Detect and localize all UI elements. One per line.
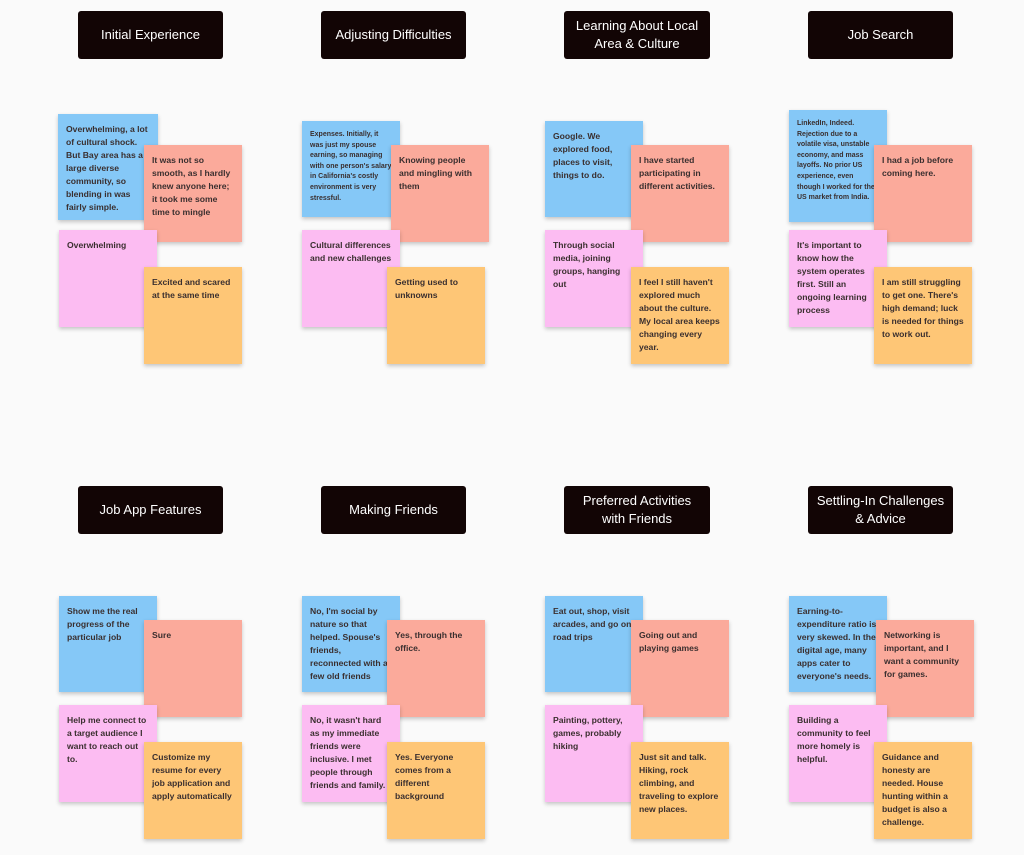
- sticky-note[interactable]: I am still struggling to get one. There'…: [874, 267, 972, 364]
- section-title-settling-in-challenges: Settling-In Challenges & Advice: [808, 486, 953, 534]
- sticky-note[interactable]: I have started participating in differen…: [631, 145, 729, 242]
- sticky-note[interactable]: It's important to know how the system op…: [789, 230, 887, 327]
- sticky-note[interactable]: No, it wasn't hard as my immediate frien…: [302, 705, 400, 802]
- sticky-note[interactable]: Getting used to unknowns: [387, 267, 485, 364]
- sticky-note[interactable]: Networking is important, and I want a co…: [876, 620, 974, 717]
- sticky-note[interactable]: Help me connect to a target audience I w…: [59, 705, 157, 802]
- sticky-note[interactable]: Just sit and talk. Hiking, rock climbing…: [631, 742, 729, 839]
- sticky-note[interactable]: LinkedIn, Indeed. Rejection due to a vol…: [789, 110, 887, 222]
- section-title-making-friends: Making Friends: [321, 486, 466, 534]
- sticky-note[interactable]: Painting, pottery, games, probably hikin…: [545, 705, 643, 802]
- sticky-note[interactable]: Sure: [144, 620, 242, 717]
- sticky-note[interactable]: Building a community to feel more homely…: [789, 705, 887, 802]
- sticky-note[interactable]: It was not so smooth, as I hardly knew a…: [144, 145, 242, 242]
- section-title-job-app-features: Job App Features: [78, 486, 223, 534]
- section-title-job-search: Job Search: [808, 11, 953, 59]
- sticky-note[interactable]: Yes. Everyone comes from a different bac…: [387, 742, 485, 839]
- sticky-note[interactable]: I feel I still haven't explored much abo…: [631, 267, 729, 364]
- sticky-note[interactable]: Excited and scared at the same time: [144, 267, 242, 364]
- sticky-note[interactable]: Guidance and honesty are needed. House h…: [874, 742, 972, 839]
- sticky-note[interactable]: Earning-to-expenditure ratio is very ske…: [789, 596, 887, 692]
- sticky-note[interactable]: Going out and playing games: [631, 620, 729, 717]
- sticky-note[interactable]: Overwhelming, a lot of cultural shock. B…: [58, 114, 158, 220]
- sticky-note[interactable]: Customize my resume for every job applic…: [144, 742, 242, 839]
- section-title-initial-experience: Initial Experience: [78, 11, 223, 59]
- sticky-note[interactable]: Cultural differences and new challenges: [302, 230, 400, 327]
- section-title-learning-about-local-area: Learning About Local Area & Culture: [564, 11, 710, 59]
- sticky-note[interactable]: Eat out, shop, visit arcades, and go on …: [545, 596, 643, 692]
- sticky-note[interactable]: Google. We explored food, places to visi…: [545, 121, 643, 217]
- sticky-note[interactable]: Expenses. Initially, it was just my spou…: [302, 121, 400, 217]
- sticky-note[interactable]: Yes, through the office.: [387, 620, 485, 717]
- section-title-adjusting-difficulties: Adjusting Difficulties: [321, 11, 466, 59]
- section-title-preferred-activities: Preferred Activities with Friends: [564, 486, 710, 534]
- sticky-note[interactable]: Overwhelming: [59, 230, 157, 327]
- sticky-note[interactable]: Show me the real progress of the particu…: [59, 596, 157, 692]
- sticky-note[interactable]: No, I'm social by nature so that helped.…: [302, 596, 400, 692]
- sticky-note[interactable]: Knowing people and mingling with them: [391, 145, 489, 242]
- sticky-note[interactable]: I had a job before coming here.: [874, 145, 972, 242]
- sticky-note[interactable]: Through social media, joining groups, ha…: [545, 230, 643, 327]
